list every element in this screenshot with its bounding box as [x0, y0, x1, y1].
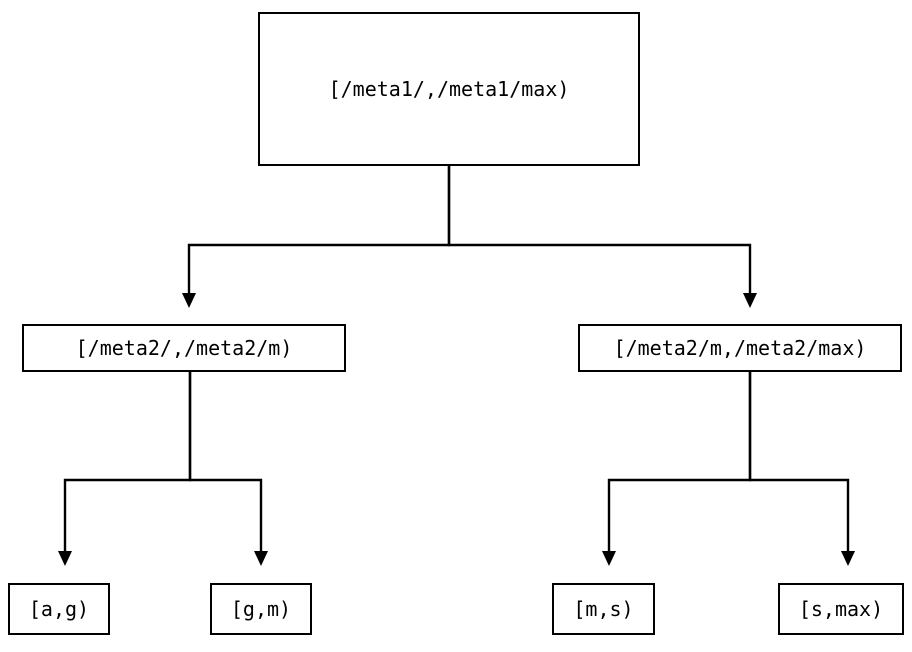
edge-root-to-mid-left — [187, 166, 451, 293]
node-root-label: [/meta1/,/meta1/max) — [328, 77, 570, 101]
edge-mid-left-to-leaf-1 — [63, 372, 192, 551]
node-mid-left[interactable]: [/meta2/,/meta2/m) — [22, 324, 346, 372]
node-mid-right-label: [/meta2/m,/meta2/max) — [613, 336, 867, 360]
node-leaf-s-max-label: [s,max) — [798, 597, 884, 621]
arrowhead-leaf-1 — [58, 551, 72, 566]
node-leaf-g-m-label: [g,m) — [230, 597, 292, 621]
arrowhead-leaf-4 — [841, 551, 855, 566]
node-mid-right[interactable]: [/meta2/m,/meta2/max) — [578, 324, 902, 372]
node-leaf-m-s[interactable]: [m,s) — [552, 583, 655, 635]
arrowhead-leaf-2 — [254, 551, 268, 566]
node-mid-left-label: [/meta2/,/meta2/m) — [75, 336, 293, 360]
node-root[interactable]: [/meta1/,/meta1/max) — [258, 12, 640, 166]
edge-mid-right-to-leaf-3 — [607, 372, 752, 551]
node-leaf-a-g-label: [a,g) — [28, 597, 90, 621]
edge-mid-right-to-leaf-4 — [748, 372, 850, 551]
node-leaf-g-m[interactable]: [g,m) — [210, 583, 312, 635]
edge-mid-left-to-leaf-2 — [188, 372, 263, 551]
node-leaf-m-s-label: [m,s) — [573, 597, 634, 621]
arrowhead-mid-right — [743, 293, 757, 308]
edge-root-to-mid-right — [447, 166, 752, 293]
node-leaf-s-max[interactable]: [s,max) — [778, 583, 904, 635]
arrowhead-mid-left — [182, 293, 196, 308]
node-leaf-a-g[interactable]: [a,g) — [8, 583, 110, 635]
arrowhead-leaf-3 — [602, 551, 616, 566]
